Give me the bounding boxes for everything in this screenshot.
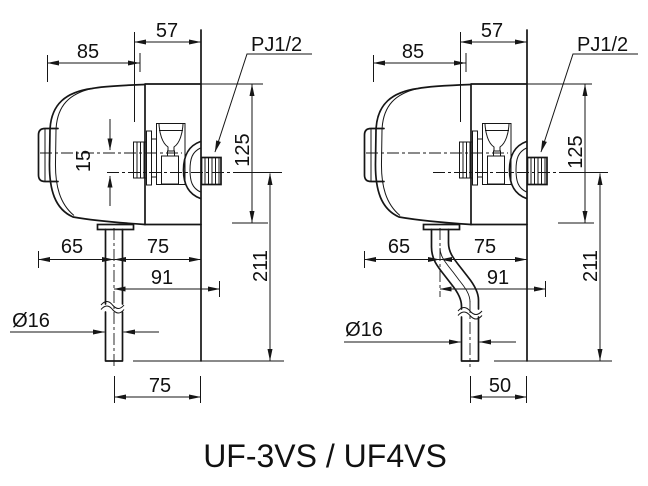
dim-dia16-label: Ø16 — [12, 310, 50, 332]
escutcheon — [508, 140, 528, 200]
dimension-75-mid: 75 — [440, 236, 527, 262]
dimension-57: 57 — [460, 20, 527, 122]
valve-body-outline — [374, 83, 528, 226]
dim-75-label: 75 — [147, 236, 169, 258]
valve-body-outline — [48, 83, 202, 226]
dim-211-label: 211 — [580, 250, 602, 282]
dim-75-label: 75 — [474, 236, 496, 258]
diagram-left-straight-pipe: 85 57 PJ1/2 15 125 211 65 — [10, 20, 312, 403]
dim-65-label: 65 — [388, 236, 410, 258]
dim-57-label: 57 — [481, 20, 503, 42]
dim-125-label: 125 — [565, 135, 587, 168]
dim-211-label: 211 — [250, 250, 272, 282]
dim-125-label: 125 — [232, 133, 254, 166]
outlet-pipe-offset — [422, 223, 483, 362]
push-button — [363, 127, 385, 183]
dimension-dia16: Ø16 — [344, 319, 516, 345]
pj12-label: PJ1/2 — [577, 34, 628, 56]
pj12-label: PJ1/2 — [251, 34, 302, 56]
dim-85-label: 85 — [77, 41, 99, 63]
dim-85-label: 85 — [402, 41, 424, 63]
thread-pj12 — [200, 156, 222, 186]
push-button — [37, 127, 59, 183]
dim-50-bottom-label: 50 — [489, 375, 511, 397]
thread-pj12 — [526, 156, 548, 186]
stop-valve-assembly — [459, 123, 512, 186]
dimension-211: 211 — [580, 173, 603, 361]
dimension-125: 125 — [201, 83, 268, 224]
dimension-65: 65 — [38, 236, 114, 268]
dimension-91: 91 — [439, 267, 546, 297]
dim-91-label: 91 — [487, 267, 509, 289]
drawing-title: UF-3VS / UF4VS — [203, 438, 447, 474]
dimension-85: 85 — [47, 41, 141, 82]
stop-valve-assembly — [133, 123, 186, 186]
dim-91-label: 91 — [151, 267, 173, 289]
dim-dia16-label: Ø16 — [345, 319, 383, 341]
dimension-dia16: Ø16 — [10, 310, 159, 335]
dim-57-label: 57 — [156, 20, 178, 42]
pipe-break-symbol — [100, 301, 125, 314]
diagram-right-offset-pipe: 85 57 PJ1/2 125 211 65 75 — [344, 20, 638, 403]
center-lines — [366, 152, 608, 367]
dimension-75-mid: 75 — [114, 236, 201, 262]
dimension-85: 85 — [373, 41, 467, 82]
outlet-pipe — [96, 223, 135, 362]
dim-15-label: 15 — [73, 150, 95, 172]
baseline-and-bottom-50: 50 — [470, 360, 612, 403]
dimension-91: 91 — [113, 267, 220, 297]
escutcheon — [182, 140, 202, 200]
center-lines — [40, 152, 282, 367]
dimension-15: 15 — [73, 119, 113, 206]
label-pj12: PJ1/2 — [214, 34, 312, 153]
dim-75-bottom-label: 75 — [149, 375, 171, 397]
baseline-and-bottom-75: 75 — [114, 360, 284, 403]
dimension-211: 211 — [250, 173, 273, 361]
dimension-125: 125 — [527, 83, 594, 224]
label-pj12: PJ1/2 — [540, 34, 638, 153]
dimension-57: 57 — [134, 20, 201, 122]
dim-65-label: 65 — [61, 236, 83, 258]
dimension-65: 65 — [364, 236, 440, 268]
